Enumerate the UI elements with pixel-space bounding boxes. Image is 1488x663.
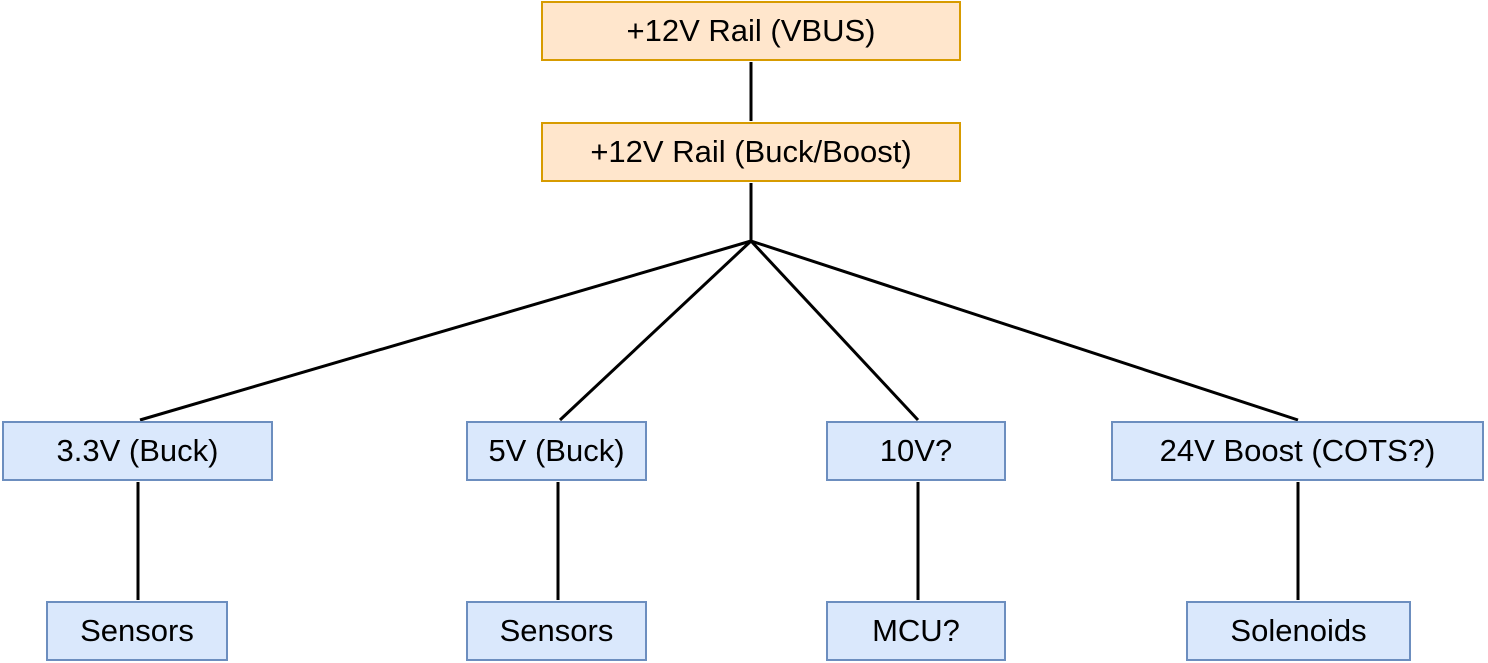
node-sensors-5v: Sensors [466,601,647,661]
node-12v-buck-boost: +12V Rail (Buck/Boost) [541,122,961,182]
node-10v: 10V? [826,421,1006,481]
edge-to-24v [750,239,1299,422]
node-mcu: MCU? [826,601,1006,661]
node-12v-vbus: +12V Rail (VBUS) [541,1,961,61]
node-solenoids: Solenoids [1186,601,1411,661]
edge-to-5v [558,239,753,422]
edge-to-10v [749,239,920,422]
edge-to-3v3 [139,239,752,422]
node-3v3-buck: 3.3V (Buck) [2,421,273,481]
node-sensors-3v3: Sensors [46,601,228,661]
node-24v-boost: 24V Boost (COTS?) [1111,421,1484,481]
node-5v-buck: 5V (Buck) [466,421,647,481]
